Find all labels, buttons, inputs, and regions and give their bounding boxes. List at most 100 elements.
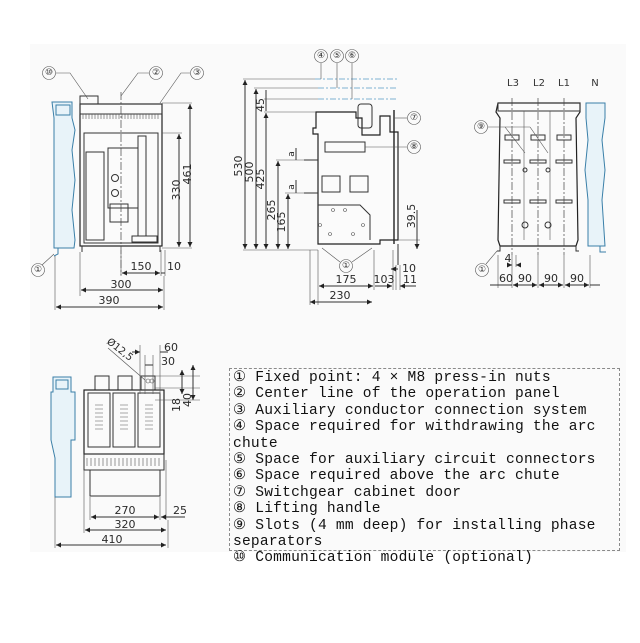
svg-text:390: 390 <box>99 294 120 307</box>
terminal-studs <box>304 159 318 194</box>
legend-item: ③ Auxiliary conductor connection system <box>233 402 587 419</box>
top-body <box>83 389 165 455</box>
arc-chute-right <box>349 175 369 193</box>
svg-text:25: 25 <box>173 504 187 517</box>
legend-box: ① Fixed point: 4 × M8 press-in nuts ② Ce… <box>229 368 620 566</box>
svg-text:90: 90 <box>570 272 584 285</box>
svg-text:265: 265 <box>265 200 278 221</box>
svg-text:4: 4 <box>505 252 512 265</box>
frame-feet <box>81 246 161 252</box>
svg-text:11: 11 <box>403 273 417 286</box>
callout-6: ⑥ <box>345 49 359 99</box>
svg-text:270: 270 <box>115 504 136 517</box>
svg-text:18: 18 <box>170 398 183 412</box>
svg-text:⑩: ⑩ <box>45 68 53 78</box>
arc-chute-vents <box>95 404 153 430</box>
svg-text:320: 320 <box>115 518 136 531</box>
legend-item: ⑥ Space required above the arc chute <box>233 468 560 485</box>
neutral-busbar <box>55 379 69 390</box>
svg-text:③: ③ <box>193 68 201 78</box>
neutral-side-panel <box>51 101 76 249</box>
base-plate <box>318 204 371 240</box>
svg-text:30: 30 <box>161 355 175 368</box>
callout-3: ③ <box>159 66 204 104</box>
svg-text:90: 90 <box>518 272 532 285</box>
lifting-handle-top <box>357 103 373 129</box>
callout-5: ⑤ <box>330 49 344 88</box>
callout-1: ① <box>31 253 55 277</box>
svg-text:461: 461 <box>181 164 194 185</box>
svg-text:①: ① <box>34 265 42 275</box>
rear-view: L3 L2 L1 N ⑨ <box>474 78 606 288</box>
front-view: ⑩ ② ③ ① 330 461 150 <box>31 66 204 310</box>
legend-item: ⑩ Communication module (optional) <box>233 550 533 567</box>
svg-text:500: 500 <box>243 162 256 183</box>
svg-text:a: a <box>287 184 297 190</box>
svg-text:10: 10 <box>167 260 181 273</box>
terminal-block-teeth <box>86 458 160 466</box>
neutral-pole-top <box>50 376 76 498</box>
top-dimensions: 60 30 Ø12,5 18 40 270 25 320 410 <box>54 336 200 548</box>
svg-text:①: ① <box>478 265 486 275</box>
terminal-block <box>83 453 165 471</box>
bottom-latch <box>131 235 158 243</box>
on-button <box>111 174 119 182</box>
side-body <box>312 111 399 245</box>
pole-modules <box>87 392 161 448</box>
legend-item: ① Fixed point: 4 × M8 press-in nuts <box>233 370 551 386</box>
phase-label-l3: L3 <box>507 78 519 89</box>
svg-text:60: 60 <box>164 341 178 354</box>
charging-handle <box>109 203 129 223</box>
front-cover <box>89 469 161 497</box>
callout-2: ② <box>120 66 163 97</box>
side-view: ④ ⑤ ⑥ ⑦ ⑧ ① <box>232 49 421 305</box>
legend-item: ② Center line of the operation panel <box>233 386 560 403</box>
side-horizontal-dimensions: 10 175 103 11 230 <box>309 250 417 305</box>
callout-8: ⑧ <box>365 140 421 154</box>
neutral-pole <box>584 102 606 247</box>
svg-text:⑨: ⑨ <box>477 122 485 132</box>
communication-module <box>79 95 99 105</box>
neutral-foot <box>53 248 59 257</box>
rear-centerlines <box>511 98 565 255</box>
aux-connector-teeth <box>82 114 159 119</box>
svg-text:45: 45 <box>254 98 267 112</box>
svg-text:②: ② <box>152 68 160 78</box>
phase-label-l1: L1 <box>558 78 570 89</box>
svg-text:410: 410 <box>102 533 123 546</box>
svg-text:175: 175 <box>336 273 357 286</box>
svg-text:⑤: ⑤ <box>333 51 341 61</box>
svg-text:90: 90 <box>544 272 558 285</box>
phase-label-n: N <box>591 78 598 89</box>
svg-text:a: a <box>287 151 297 157</box>
legend-item: ⑤ Space for auxiliary circuit connectors <box>233 452 596 469</box>
side-vertical-dimensions: 530 500 425 45 265 165 a a 39.5 <box>232 78 420 251</box>
callout-4: ④ <box>314 49 328 79</box>
rear-dimensions: 4 60 90 90 90 <box>490 252 600 288</box>
legend-item: ⑦ Switchgear cabinet door <box>233 484 462 501</box>
base-holes <box>318 208 365 236</box>
svg-text:330: 330 <box>170 180 183 201</box>
svg-text:Ø12,5: Ø12,5 <box>104 336 135 364</box>
svg-text:60: 60 <box>499 272 513 285</box>
svg-text:10: 10 <box>402 262 416 275</box>
svg-text:530: 530 <box>232 156 245 177</box>
svg-text:165: 165 <box>275 212 288 233</box>
svg-text:40: 40 <box>181 393 194 407</box>
rear-top-strip <box>497 102 581 112</box>
svg-text:425: 425 <box>254 169 267 190</box>
callout-9: ⑨ <box>474 120 549 154</box>
callout-1-rear: ① <box>475 250 498 277</box>
legend-item: ④ Space required for withdrawing the arc… <box>233 419 596 452</box>
svg-text:⑦: ⑦ <box>410 113 418 123</box>
legend-item: ⑨ Slots (4 mm deep) for installing phase… <box>233 517 596 551</box>
svg-text:⑧: ⑧ <box>410 142 418 152</box>
svg-text:230: 230 <box>330 289 351 302</box>
arc-chute-left <box>321 175 341 193</box>
svg-text:⑥: ⑥ <box>348 51 356 61</box>
callout-1-side: ① <box>321 247 373 273</box>
neutral-terminal <box>55 104 71 116</box>
svg-text:39.5: 39.5 <box>405 204 418 229</box>
neutral-foot-rear <box>599 246 606 253</box>
